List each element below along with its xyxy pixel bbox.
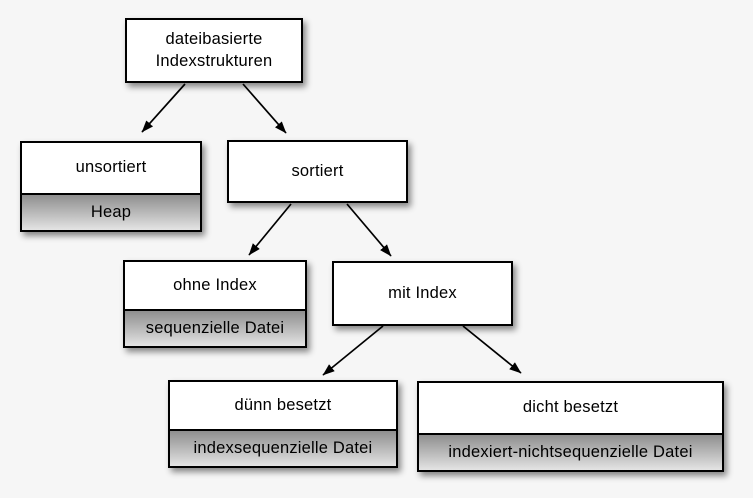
node-dicht-besetzt-sublabel: indexiert-nichtsequenzielle Datei bbox=[419, 433, 722, 470]
edge-with-index-sparse bbox=[322, 325, 384, 376]
node-dicht-besetzt: dicht besetzt indexiert-nichtsequenziell… bbox=[417, 381, 724, 472]
edge-with-index-dense bbox=[462, 325, 522, 374]
node-root-label: dateibasierte Indexstrukturen bbox=[155, 29, 273, 70]
node-duenn-besetzt-sublabel: indexsequenzielle Datei bbox=[170, 429, 396, 466]
edge-root-unsorted bbox=[141, 83, 186, 133]
node-ohne-index-sublabel: sequenzielle Datei bbox=[125, 309, 305, 346]
node-sortiert-label: sortiert bbox=[291, 161, 344, 180]
node-ohne-index-label: ohne Index bbox=[173, 275, 257, 294]
node-unsortiert-label: unsortiert bbox=[75, 158, 147, 177]
node-mit-index-label: mit Index bbox=[388, 283, 457, 302]
edge-root-sorted bbox=[242, 83, 287, 134]
node-root: dateibasierte Indexstrukturen bbox=[125, 18, 303, 83]
edge-sorted-no-index bbox=[248, 203, 292, 256]
node-dicht-besetzt-label: dicht besetzt bbox=[522, 398, 619, 417]
node-mit-index: mit Index bbox=[332, 261, 513, 326]
node-duenn-besetzt: dünn besetzt indexsequenzielle Datei bbox=[168, 380, 398, 468]
node-duenn-besetzt-label: dünn besetzt bbox=[234, 395, 332, 414]
edge-sorted-with-index bbox=[346, 203, 392, 257]
node-unsortiert: unsortiert Heap bbox=[20, 141, 202, 232]
node-ohne-index: ohne Index sequenzielle Datei bbox=[123, 260, 307, 348]
node-sortiert: sortiert bbox=[227, 140, 408, 203]
node-unsortiert-sublabel: Heap bbox=[22, 193, 200, 230]
